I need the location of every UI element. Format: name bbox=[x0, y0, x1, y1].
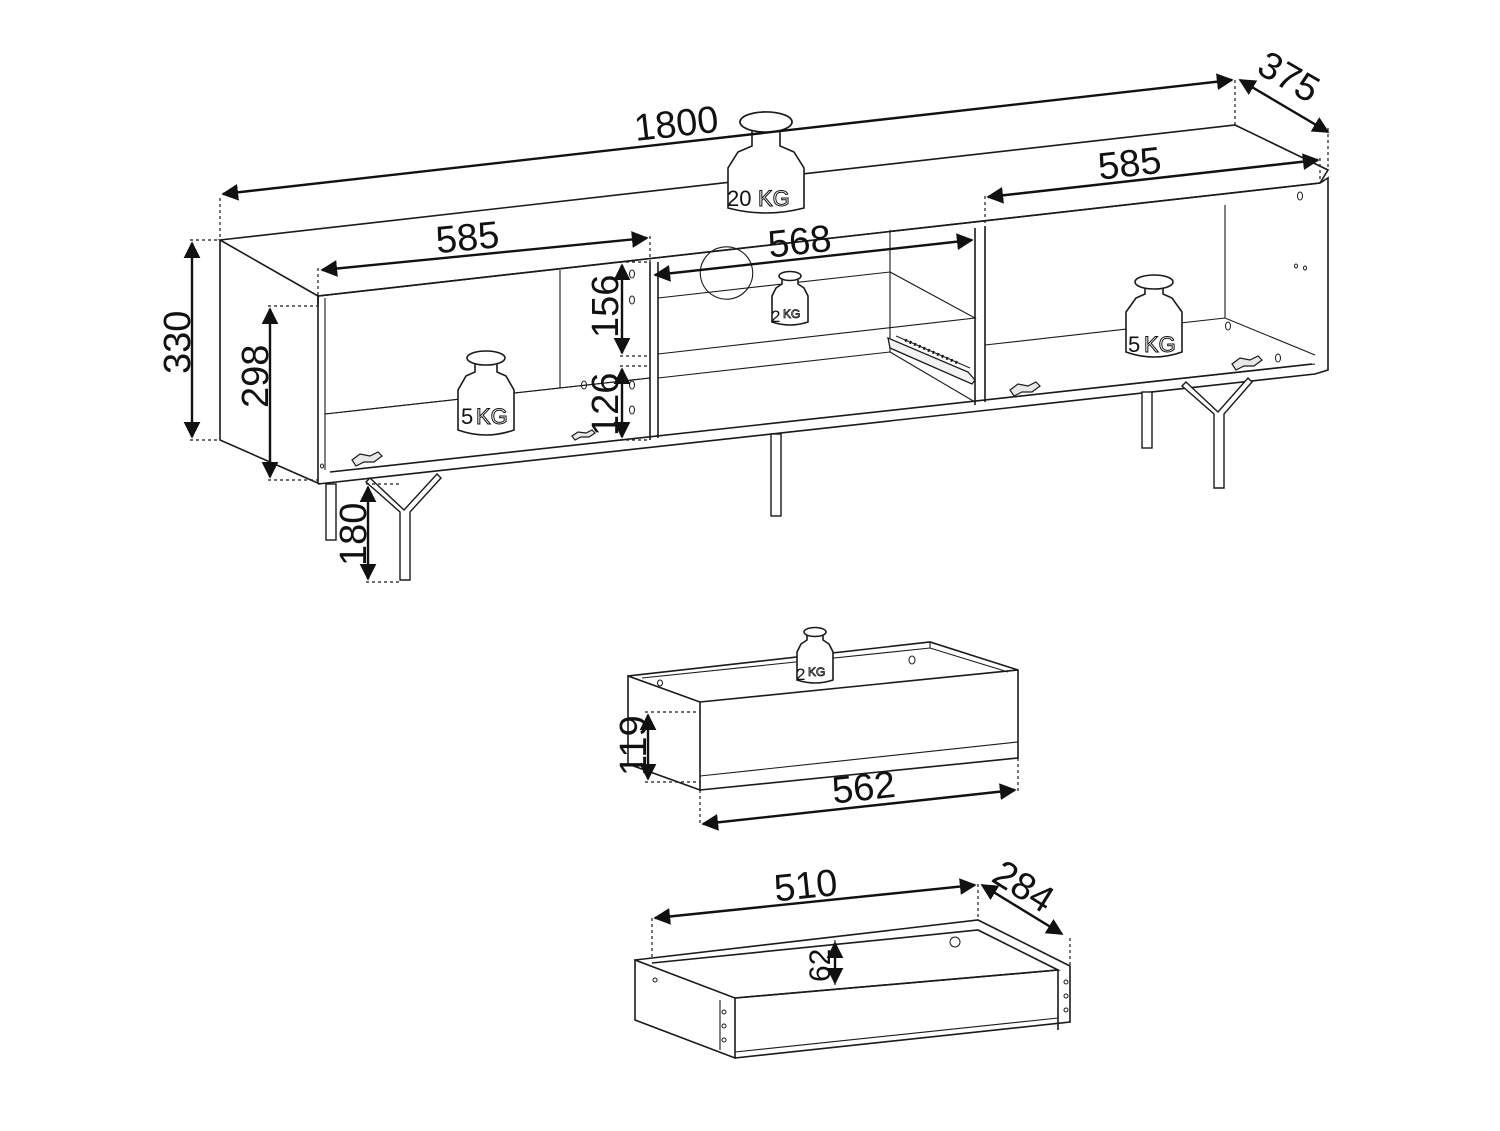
load-right-value: 5 bbox=[1128, 332, 1140, 357]
dim-total-height: 330 bbox=[157, 311, 199, 374]
cabinet-legs bbox=[325, 376, 1253, 581]
dim-drawer-box-height: 62 bbox=[804, 949, 837, 982]
drawer-slide-icon bbox=[887, 335, 976, 385]
dim-drawer-front-width: 562 bbox=[830, 764, 898, 813]
tv-cabinet bbox=[217, 124, 1330, 581]
dim-upper-shelf-height: 156 bbox=[585, 275, 627, 338]
weight-icon bbox=[457, 111, 1183, 684]
dim-depth: 375 bbox=[1250, 44, 1326, 112]
dim-leg-height: 180 bbox=[333, 503, 375, 566]
dim-drawer-box-depth: 284 bbox=[985, 852, 1061, 921]
dim-inner-height: 298 bbox=[235, 345, 277, 408]
load-drawer-unit: KG bbox=[808, 665, 825, 679]
dim-middle-width: 568 bbox=[766, 218, 834, 267]
load-middle-value: 2 bbox=[771, 307, 780, 326]
drawer-assembled bbox=[627, 641, 1019, 792]
dimension-lines bbox=[183, 73, 1330, 985]
dim-drawer-box-width: 510 bbox=[772, 862, 839, 910]
dimension-labels: 1800 375 585 585 568 330 298 156 126 180… bbox=[157, 44, 1326, 982]
load-right-unit: KG bbox=[1144, 332, 1176, 357]
load-middle-unit: KG bbox=[783, 307, 800, 321]
load-top-value: 20 bbox=[727, 186, 751, 211]
load-drawer-value: 2 bbox=[796, 665, 805, 684]
load-top-unit: KG bbox=[758, 186, 790, 211]
dim-lower-shelf-height: 126 bbox=[585, 373, 627, 436]
load-left-value: 5 bbox=[461, 404, 473, 429]
load-left-unit: KG bbox=[476, 404, 508, 429]
dim-total-width: 1800 bbox=[632, 99, 721, 150]
dim-drawer-front-height: 119 bbox=[613, 715, 655, 776]
drawer-box bbox=[634, 919, 1071, 1060]
dim-left-width: 585 bbox=[434, 214, 501, 262]
dim-right-width: 585 bbox=[1096, 140, 1164, 189]
hinge-icon bbox=[351, 355, 1263, 467]
